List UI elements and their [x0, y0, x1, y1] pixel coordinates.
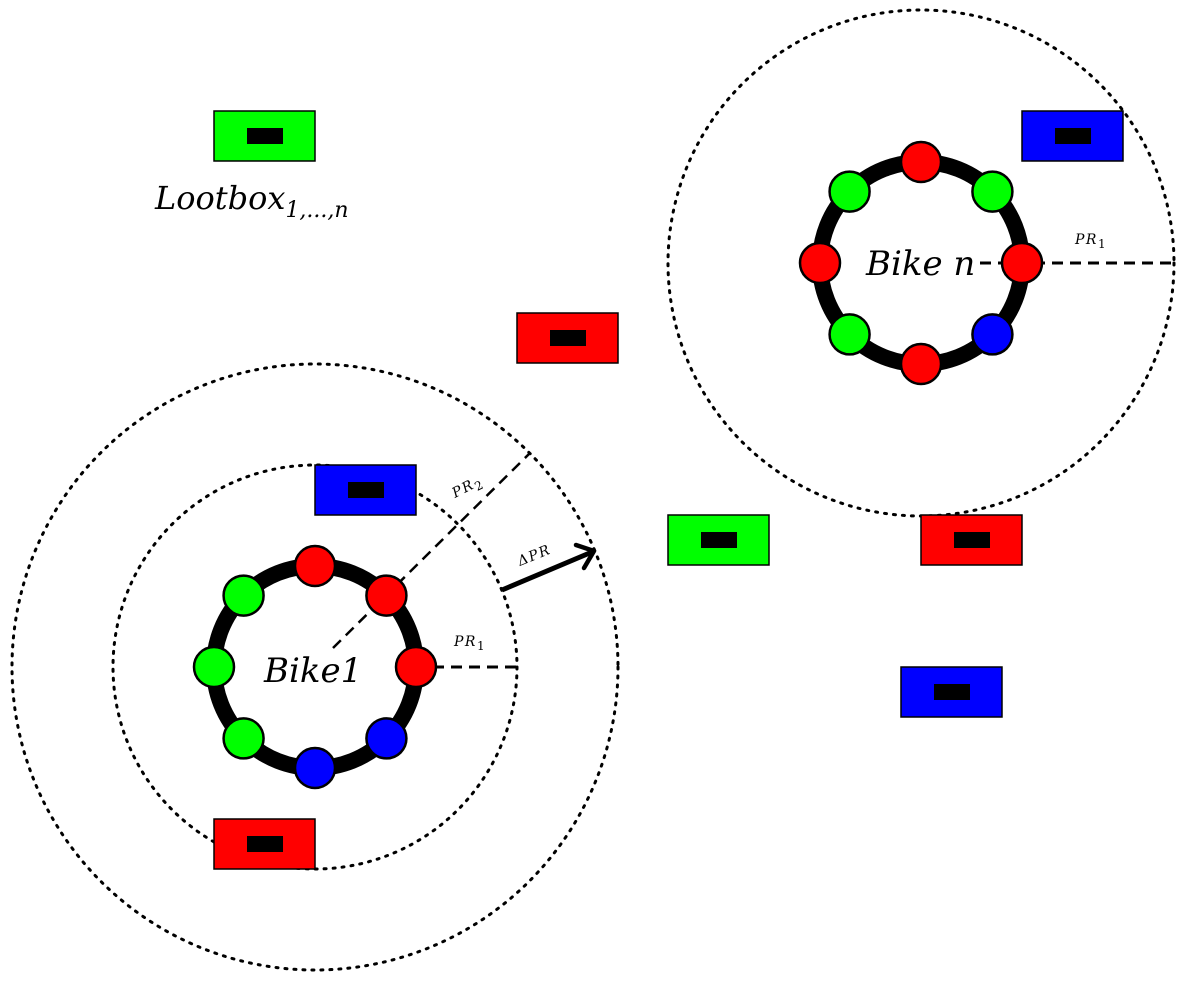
bike1-pr1-label: PR1 [453, 634, 486, 653]
lootbox-green [667, 514, 770, 566]
lootbox-blue [314, 464, 417, 516]
bike1-slot-upper-right [365, 574, 408, 617]
bike-n-slot-upper-left [828, 170, 871, 213]
lootbox-slot [247, 128, 283, 144]
bike1-slot-lower-left [222, 717, 265, 760]
bike1-slot-lower-right [365, 717, 408, 760]
bike-n-slot-lower-right [971, 313, 1014, 356]
lootbox-red [920, 514, 1023, 566]
bike1-slot-right [394, 645, 438, 689]
lootbox-red [213, 818, 316, 870]
lootbox-slot [701, 532, 737, 548]
bike1-slot-left [192, 645, 236, 689]
lootbox-slot [247, 836, 283, 852]
bike-n-slot-left [798, 241, 842, 285]
bike-n-slot-lower-left [828, 313, 871, 356]
bike-n-label: Bike n [865, 244, 975, 284]
bike1-slot-bottom [293, 746, 337, 790]
bike1-slot-upper-left [222, 574, 265, 617]
lootbox-slot [934, 684, 970, 700]
lootbox-blue [900, 666, 1003, 718]
bike-n-slot-bottom [899, 342, 943, 386]
lootbox-red [516, 312, 619, 364]
lootbox-slot [1055, 128, 1091, 144]
lootbox-body [516, 312, 619, 364]
bike1-outer-range-circle [10, 362, 620, 972]
lootbox-green [213, 110, 316, 162]
bike1-slot-top [293, 544, 337, 588]
bike1-label: Bike1 [263, 651, 362, 691]
lootbox-slot [550, 330, 586, 346]
delta-pr-arrow [501, 542, 597, 593]
bike-n-slot-right [1000, 241, 1044, 285]
bike1-pr2-radius-line [332, 452, 531, 649]
lootbox-slot [954, 532, 990, 548]
bike-n-wheel [798, 140, 1044, 386]
bike-n-slot-upper-right [971, 170, 1014, 213]
bike1-wheel [192, 544, 438, 790]
bike1-pr2-label: PR2 [449, 473, 487, 505]
lootbox-label: Lootbox1,...,n [154, 179, 349, 223]
delta-pr-label: ΔPR [515, 542, 554, 570]
bike-n-slot-top [899, 140, 943, 184]
bike-n-pr1-label: PR1 [1074, 232, 1107, 251]
lootbox-slot [348, 482, 384, 498]
lootbox-blue [1021, 110, 1124, 162]
